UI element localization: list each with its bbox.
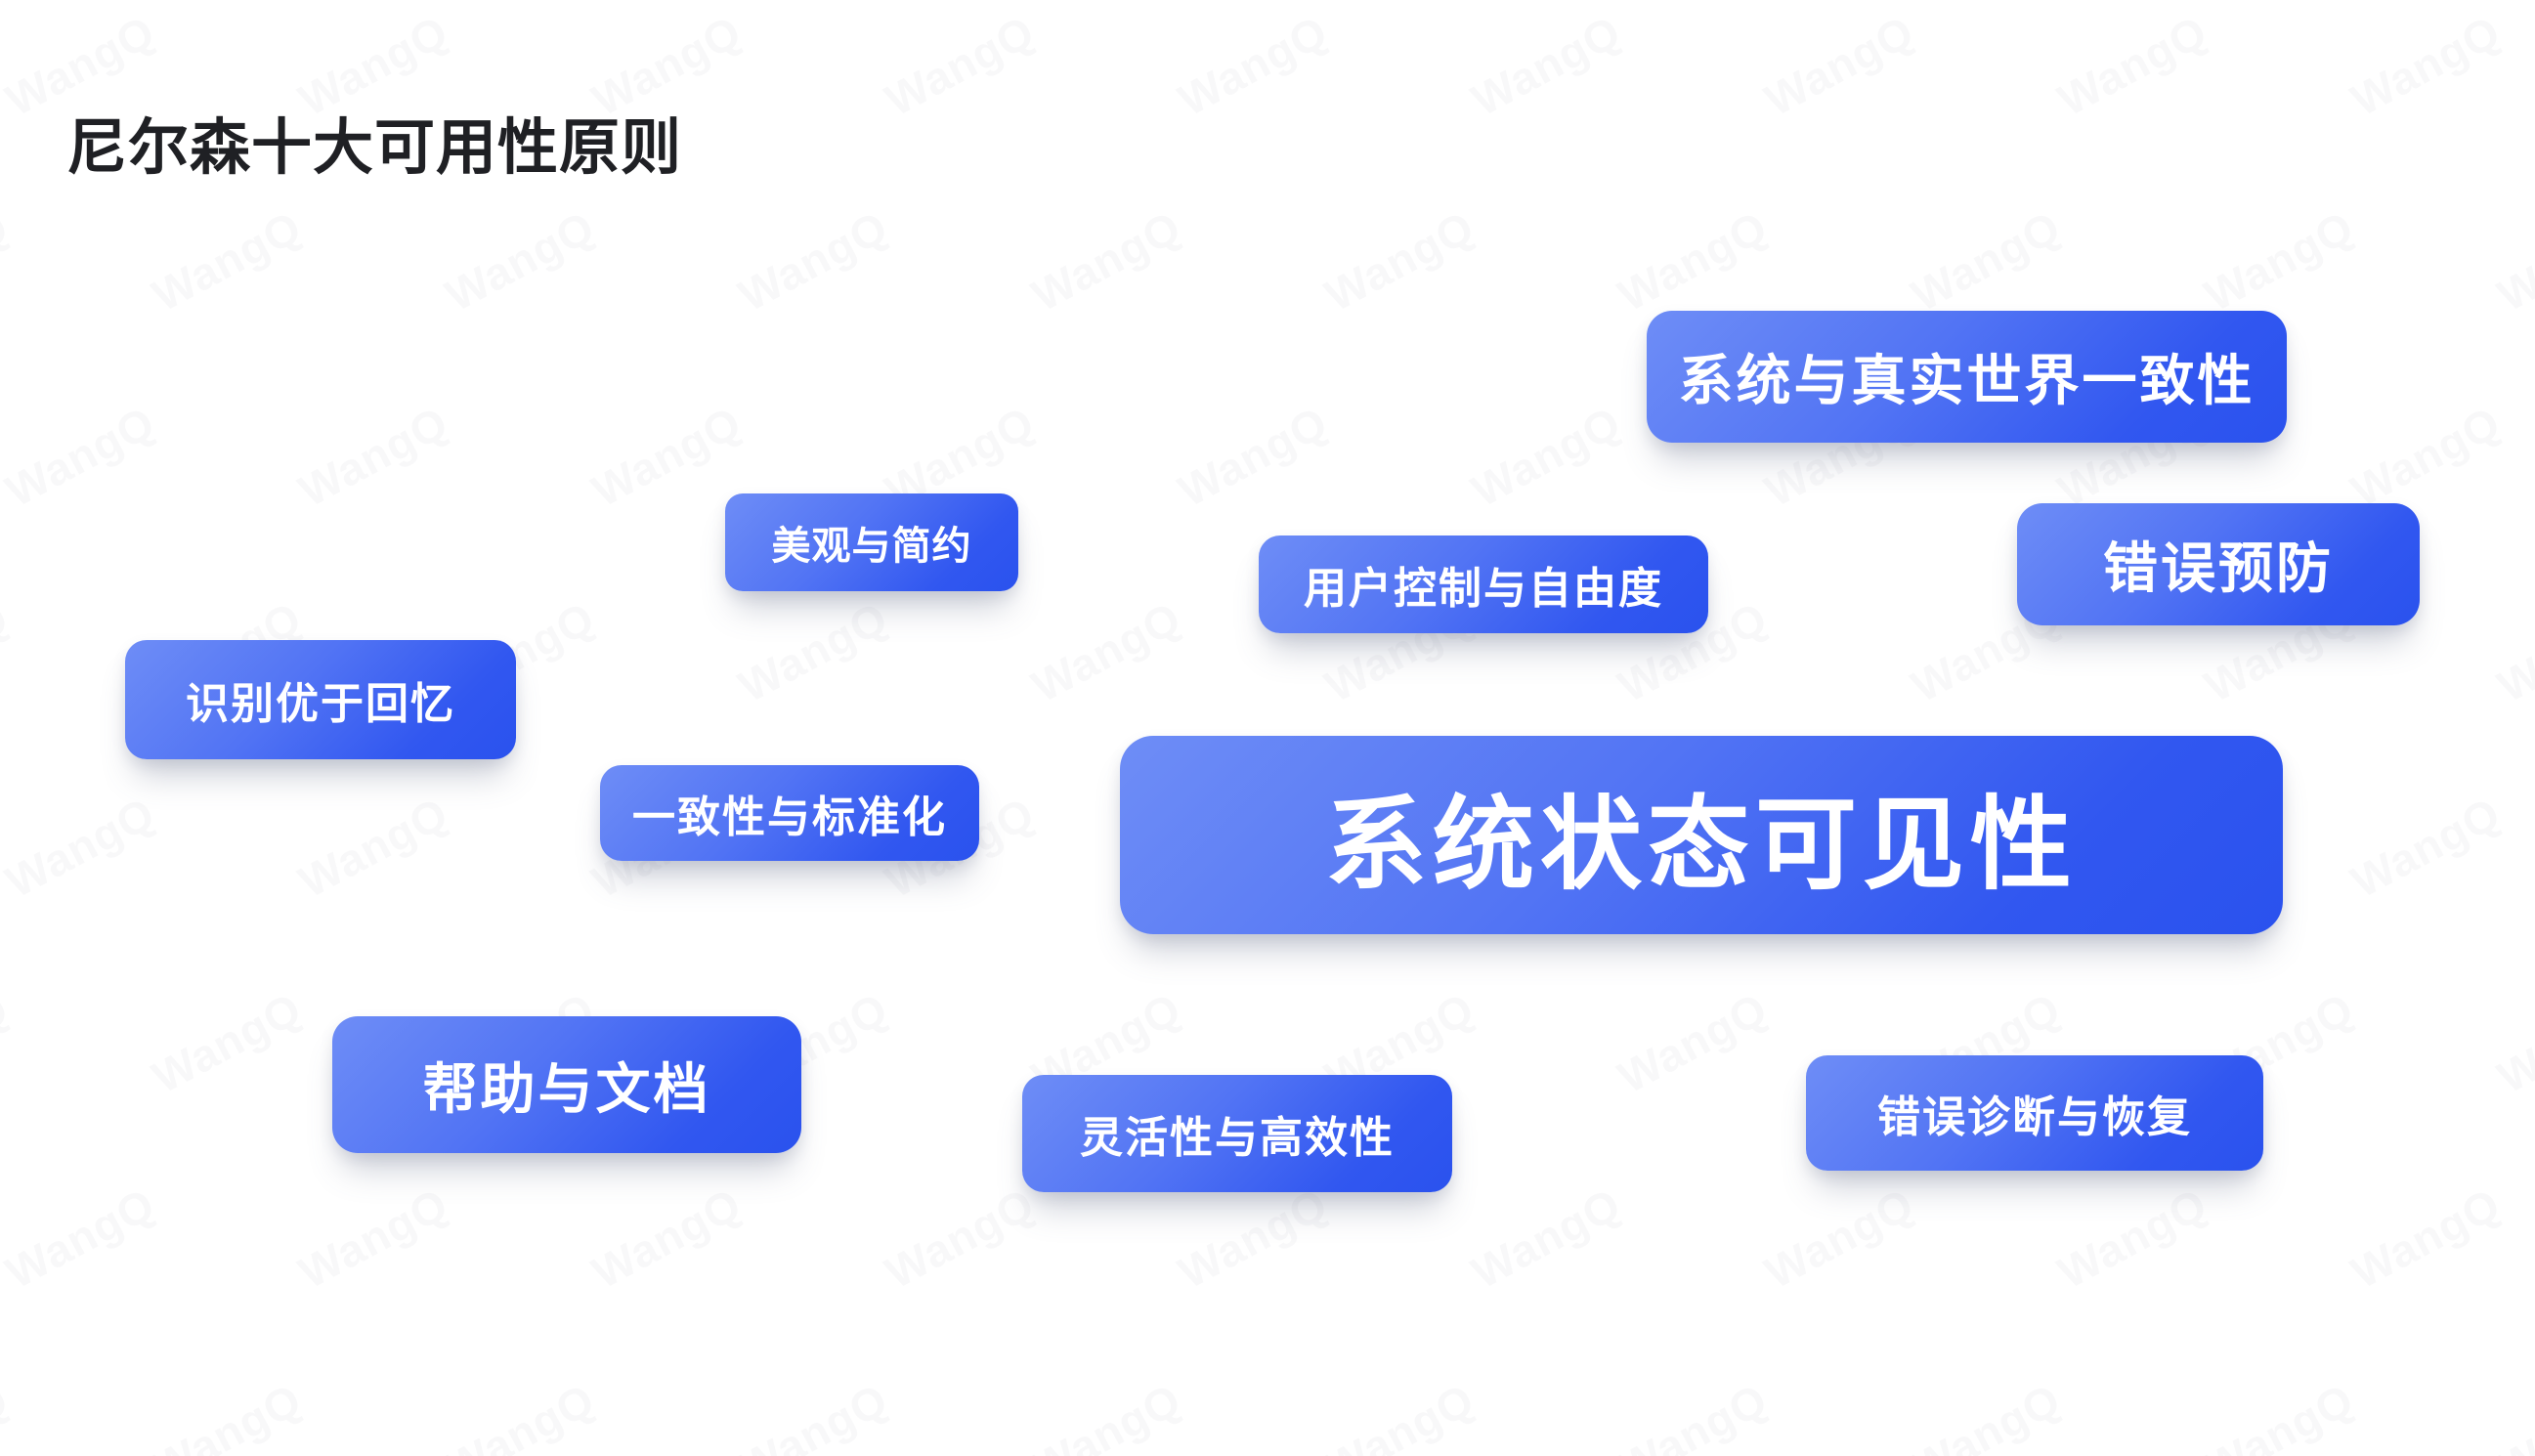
principle-tag-label: 灵活性与高效性 [1080,1114,1395,1162]
principle-tag-error-recovery[interactable]: 错误诊断与恢复 [1806,1055,2263,1171]
principle-tag-aesthetic[interactable]: 美观与简约 [725,493,1018,591]
page-title: 尼尔森十大可用性原则 [66,114,683,182]
principle-tag-help-docs[interactable]: 帮助与文档 [332,1016,801,1153]
principle-tag-label: 美观与简约 [771,525,972,568]
principle-tag-label: 帮助与文档 [422,1057,711,1120]
principle-tag-flexibility[interactable]: 灵活性与高效性 [1022,1075,1452,1192]
principle-tag-real-world[interactable]: 系统与真实世界一致性 [1647,311,2287,443]
principle-tag-error-prevention[interactable]: 错误预防 [2017,503,2420,625]
principle-tag-label: 错误预防 [2103,537,2334,599]
principle-tag-label: 一致性与标准化 [632,793,947,841]
principle-tag-recognition[interactable]: 识别优于回忆 [125,640,516,759]
principle-tag-label: 系统与真实世界一致性 [1678,350,2256,411]
principle-tag-label: 用户控制与自由度 [1304,565,1663,613]
principle-tag-label: 识别优于回忆 [186,680,455,728]
principle-tag-label: 系统状态可见性 [1324,789,2078,902]
principle-tag-system-status[interactable]: 系统状态可见性 [1120,736,2283,934]
principle-tag-label: 错误诊断与恢复 [1877,1093,2192,1141]
principle-tag-consistency[interactable]: 一致性与标准化 [600,765,979,861]
principle-tag-user-control[interactable]: 用户控制与自由度 [1259,535,1708,633]
